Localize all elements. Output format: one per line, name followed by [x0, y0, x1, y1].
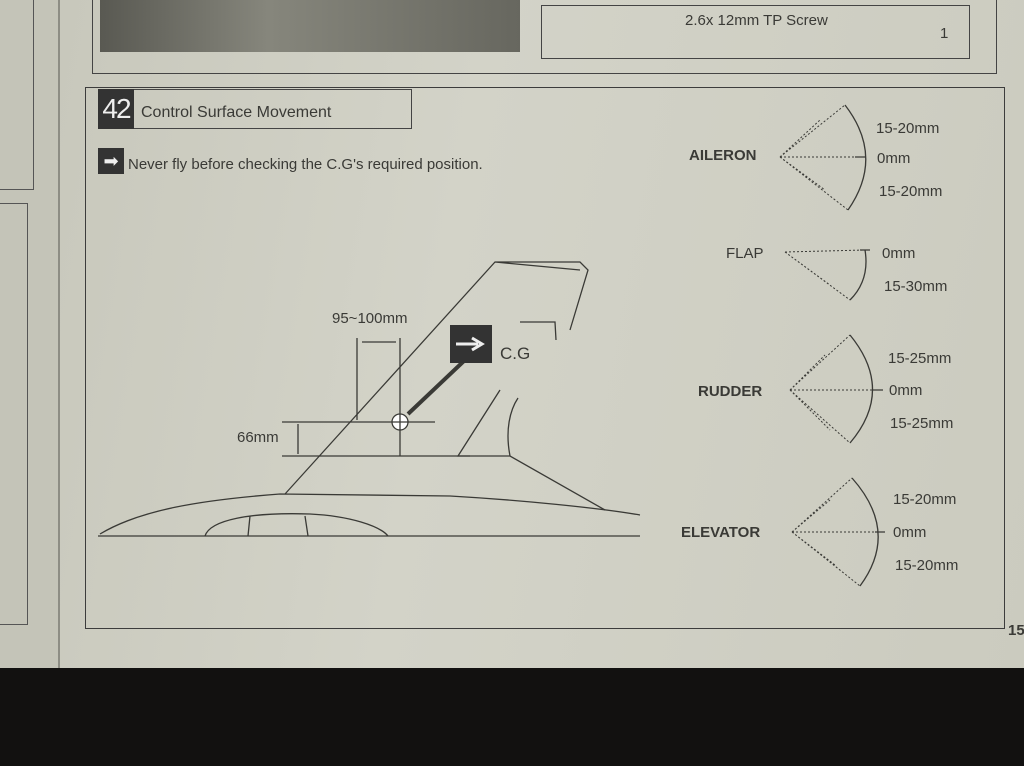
rudder-label: RUDDER [698, 383, 763, 400]
aileron-up: 15-20mm [876, 120, 940, 137]
part-name: 2.6x 12mm TP Screw [685, 12, 828, 29]
aircraft-photo [100, 0, 520, 52]
aileron-down: 15-20mm [879, 183, 943, 200]
warning-text: Never fly before checking the C.G's requ… [128, 156, 483, 173]
rudder-up: 15-25mm [888, 350, 952, 367]
elevator-label: ELEVATOR [681, 524, 761, 541]
previous-step-box [92, 0, 997, 74]
cg-vertical-distance: 66mm [237, 429, 279, 446]
step-title: Control Surface Movement [141, 104, 332, 121]
aileron-neutral: 0mm [877, 150, 911, 167]
page-number: 15 [1008, 622, 1024, 639]
rudder-neutral: 0mm [889, 382, 923, 399]
cg-horizontal-distance: 95~100mm [332, 310, 408, 327]
flap-label: FLAP [726, 245, 764, 262]
elevator-neutral: 0mm [893, 524, 927, 541]
arrow-icon: ➡ [98, 148, 124, 174]
manual-page [60, 0, 1024, 668]
step-number: 42 [98, 89, 134, 129]
part-quantity: 1 [940, 25, 949, 42]
flap-down: 15-30mm [884, 278, 948, 295]
left-page [0, 0, 60, 668]
step-box [85, 87, 1005, 629]
parts-list-box [541, 5, 970, 59]
rudder-down: 15-25mm [890, 415, 954, 432]
aileron-label: AILERON [689, 147, 757, 164]
elevator-up: 15-20mm [893, 491, 957, 508]
elevator-down: 15-20mm [895, 557, 959, 574]
flap-neutral: 0mm [882, 245, 916, 262]
cg-label: C.G [500, 344, 531, 363]
